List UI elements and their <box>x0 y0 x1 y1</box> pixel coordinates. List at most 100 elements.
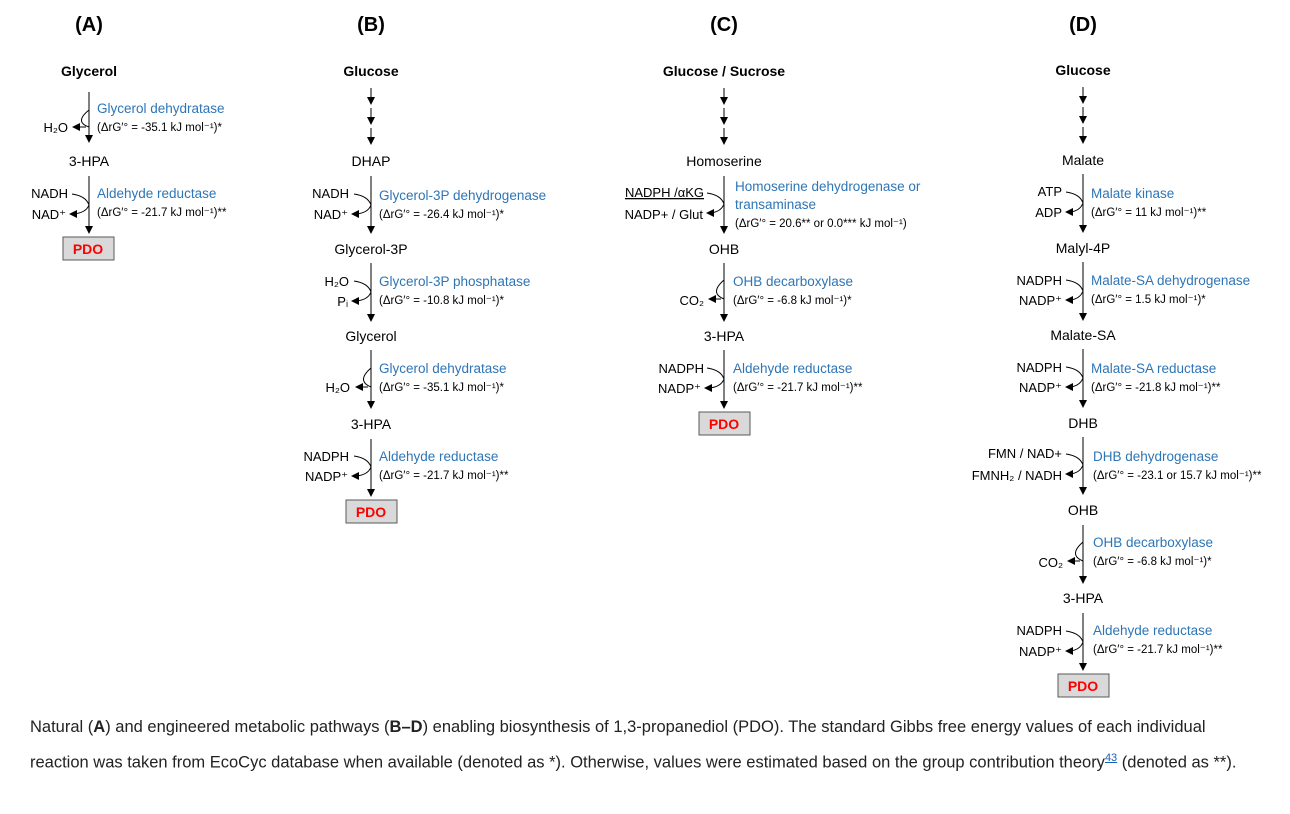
cofactor-out: NADP⁺ <box>1019 644 1062 659</box>
metabolite: DHAP <box>352 153 391 169</box>
cofactor-out: NADP+ / Glut <box>625 207 704 222</box>
gibbs-energy: (ΔrG′° = -26.4 kJ mol⁻¹)* <box>379 209 505 221</box>
start-metabolite: Glucose <box>1055 62 1110 78</box>
metabolite: OHB <box>1068 502 1098 518</box>
metabolite: Glycerol <box>345 328 396 344</box>
enzyme-label: Malate-SA reductase <box>1091 361 1216 376</box>
metabolite: Glycerol-3P <box>334 241 407 257</box>
gibbs-energy: (ΔrG′° = -10.8 kJ mol⁻¹)* <box>379 295 505 307</box>
cofactor-in: NADPH <box>1016 360 1062 375</box>
enzyme-label: Aldehyde reductase <box>733 361 852 376</box>
pathway-diagram: (A) Glycerol H₂O Glycerol dehydratase (Δ… <box>31 14 1262 698</box>
enzyme-label: Glycerol-3P dehydrogenase <box>379 188 546 203</box>
caption-bold: A <box>93 718 106 736</box>
cofactor-out: H₂O <box>325 380 350 395</box>
start-metabolite: Glucose / Sucrose <box>663 63 785 79</box>
product-box <box>345 499 398 524</box>
metabolite: OHB <box>709 241 739 257</box>
product-label: PDO <box>709 416 739 432</box>
cofactor-curve <box>1065 279 1084 301</box>
cofactor-curve <box>706 192 725 214</box>
gibbs-energy: (ΔrG′° = -35.1 kJ mol⁻¹)* <box>379 382 505 394</box>
cofactor-in: NADH <box>31 186 68 201</box>
cofactor-in: NADPH /αKG <box>625 185 704 200</box>
enzyme-label: Malate kinase <box>1091 186 1174 201</box>
caption-bold: B–D <box>389 718 423 736</box>
caption-text: Natural ( <box>30 718 94 736</box>
cofactor-out: CO₂ <box>1038 555 1063 570</box>
gibbs-energy: (ΔrG′° = 11 kJ mol⁻¹)** <box>1091 207 1207 219</box>
start-metabolite: Glycerol <box>61 63 117 79</box>
panel-label: (C) <box>710 14 738 36</box>
cofactor-curve <box>1075 541 1084 562</box>
cofactor-out: NADP⁺ <box>305 469 348 484</box>
product-box <box>698 411 751 436</box>
metabolite: 3-HPA <box>351 416 392 432</box>
enzyme-label: DHB dehydrogenase <box>1093 449 1218 464</box>
cofactor-curve <box>353 280 372 302</box>
reference-link[interactable]: 43 <box>1104 752 1118 764</box>
product-label: PDO <box>1068 678 1098 694</box>
caption-text: ) and engineered metabolic pathways ( <box>105 718 390 736</box>
enzyme-label: OHB decarboxylase <box>1093 535 1213 550</box>
cofactor-curve <box>353 193 372 215</box>
enzyme-label: Aldehyde reductase <box>1093 623 1212 638</box>
cofactor-curve <box>353 455 372 477</box>
gibbs-energy: (ΔrG′° = 20.6** or 0.0*** kJ mol⁻¹) <box>735 218 907 230</box>
metabolite: Malyl-4P <box>1056 240 1110 256</box>
enzyme-label: Glycerol dehydratase <box>379 361 507 376</box>
cofactor-in: NADPH <box>1016 623 1062 638</box>
enzyme-label: Glycerol-3P phosphatase <box>379 274 530 289</box>
enzyme-label: Aldehyde reductase <box>379 449 498 464</box>
gibbs-energy: (ΔrG′° = -35.1 kJ mol⁻¹)* <box>97 122 223 134</box>
gibbs-energy: (ΔrG′° = -21.7 kJ mol⁻¹)** <box>97 207 227 219</box>
panel-b: (B) Glucose DHAP NADH NAD⁺ Glycerol-3P d… <box>303 14 546 524</box>
cofactor-curve <box>71 193 90 215</box>
caption-text: (denoted as **). <box>1117 753 1237 772</box>
cofactor-out: NADP⁺ <box>1019 293 1062 308</box>
cofactor-out: CO₂ <box>679 293 704 308</box>
metabolite: 3-HPA <box>704 328 745 344</box>
cofactor-curve <box>363 367 372 388</box>
cofactor-in: NADH <box>312 186 349 201</box>
cofactor-curve <box>1065 191 1084 213</box>
gibbs-energy: (ΔrG′° = -6.8 kJ mol⁻¹)* <box>1093 556 1212 568</box>
enzyme-label: Homoserine dehydrogenase or <box>735 179 921 194</box>
cofactor-curve <box>706 367 725 389</box>
cofactor-curve <box>81 109 90 128</box>
cofactor-curve <box>1065 630 1084 652</box>
metabolite: DHB <box>1068 415 1098 431</box>
panel-d: (D) Glucose Malate ATP ADP Malate kinase… <box>972 14 1262 698</box>
cofactor-out: Pᵢ <box>337 294 348 309</box>
cofactor-out: NADP⁺ <box>658 381 701 396</box>
gibbs-energy: (ΔrG′° = -21.7 kJ mol⁻¹)** <box>733 382 863 394</box>
cofactor-in: NADPH <box>658 361 704 376</box>
cofactor-out: FMNH₂ / NADH <box>972 468 1062 483</box>
panel-label: (B) <box>357 14 385 36</box>
cofactor-out: NAD⁺ <box>32 207 66 222</box>
gibbs-energy: (ΔrG′° = -21.7 kJ mol⁻¹)** <box>1093 644 1223 656</box>
panel-label: (D) <box>1069 14 1097 36</box>
cofactor-curve <box>1065 453 1084 475</box>
gibbs-energy: (ΔrG′° = 1.5 kJ mol⁻¹)* <box>1091 294 1206 306</box>
cofactor-out: NAD⁺ <box>314 207 348 222</box>
cofactor-in: ATP <box>1038 184 1062 199</box>
product-box <box>62 236 115 261</box>
product-box <box>1057 673 1110 698</box>
enzyme-label: Malate-SA dehydrogenase <box>1091 273 1250 288</box>
cofactor-out: ADP <box>1035 205 1062 220</box>
cofactor-curve <box>716 279 725 300</box>
cofactor-in: FMN / NAD+ <box>988 446 1062 461</box>
metabolite: 3-HPA <box>1063 590 1104 606</box>
start-metabolite: Glucose <box>343 63 398 79</box>
enzyme-label-line2: transaminase <box>735 197 816 212</box>
figure-caption: Natural (A) and engineered metabolic pat… <box>30 712 1260 778</box>
product-label: PDO <box>356 504 386 520</box>
gibbs-energy: (ΔrG′° = -21.7 kJ mol⁻¹)** <box>379 470 509 482</box>
gibbs-energy: (ΔrG′° = -21.8 kJ mol⁻¹)** <box>1091 382 1221 394</box>
metabolite: Malate-SA <box>1050 327 1116 343</box>
product-label: PDO <box>73 241 103 257</box>
cofactor-out: NADP⁺ <box>1019 380 1062 395</box>
metabolite: Homoserine <box>686 153 762 169</box>
enzyme-label: Aldehyde reductase <box>97 186 216 201</box>
